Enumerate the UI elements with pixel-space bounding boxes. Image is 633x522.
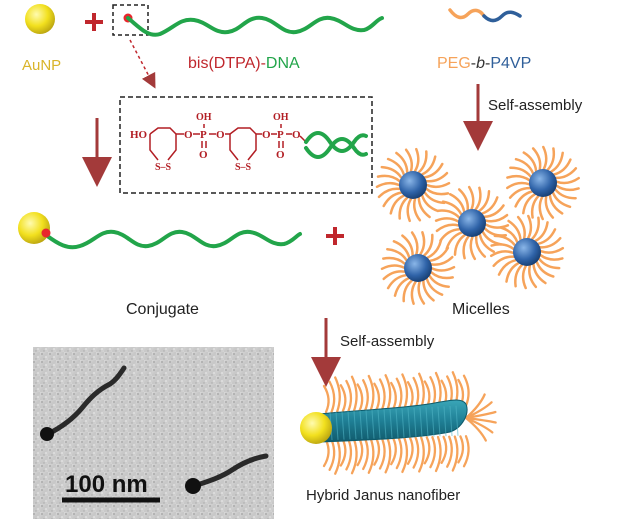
conjugate-aunp: [18, 212, 50, 244]
micelles-cluster: [375, 145, 580, 305]
svg-text:O: O: [216, 129, 225, 141]
conjugate-anchor-dot: [41, 228, 51, 238]
svg-text:OH: OH: [196, 112, 212, 123]
self-assembly-label-1: Self-assembly: [488, 97, 583, 114]
svg-text:O: O: [184, 129, 193, 141]
conjugate-label: Conjugate: [126, 301, 199, 318]
plus-sign-1: [85, 13, 103, 31]
aunp-particle: [25, 4, 55, 34]
micelle-core: [529, 169, 557, 197]
conjugate-dna-strand: [44, 229, 302, 250]
micelle-core: [513, 238, 541, 266]
janus-corona: [322, 371, 497, 475]
micelle-core: [404, 254, 432, 282]
svg-text:S–S: S–S: [155, 162, 172, 173]
janus-fiber-stripes: [329, 405, 459, 441]
plus-sign-2: [326, 227, 344, 245]
micelle-core: [399, 171, 427, 199]
aunp-label: AuNP: [22, 57, 61, 74]
svg-text:O: O: [199, 149, 208, 161]
janus-aunp: [300, 412, 332, 444]
anchor-zoom-box: [112, 4, 149, 36]
micelle-core: [458, 209, 486, 237]
svg-text:O: O: [262, 129, 271, 141]
micelles-label: Micelles: [452, 301, 510, 318]
svg-text:O: O: [292, 129, 301, 141]
svg-text:P: P: [277, 129, 284, 141]
peg-b-p4vp-label: PEG-b-P4VP: [437, 55, 531, 72]
svg-text:P: P: [200, 129, 207, 141]
chem-structure: HO S–S O P OH O O S–S O P OH O: [130, 112, 307, 173]
janus-label: Hybrid Janus nanofiber: [306, 487, 460, 504]
peg-p4vp-polymer: [448, 8, 522, 23]
svg-text:OH: OH: [273, 112, 289, 123]
dna-strand-top: [126, 15, 384, 37]
svg-text:S–S: S–S: [235, 162, 252, 173]
self-assembly-label-2: Self-assembly: [340, 333, 435, 350]
tem-image: 100 nm: [33, 347, 274, 519]
scale-bar-label: 100 nm: [65, 471, 148, 498]
svg-text:O: O: [276, 149, 285, 161]
zoom-arrow: [129, 39, 156, 89]
dna-double-helix: [304, 131, 368, 159]
svg-text:HO: HO: [130, 129, 148, 141]
bis-dtpa-dna-label: bis(DTPA)-DNA: [188, 55, 300, 72]
chem-structure-box: [119, 96, 373, 194]
